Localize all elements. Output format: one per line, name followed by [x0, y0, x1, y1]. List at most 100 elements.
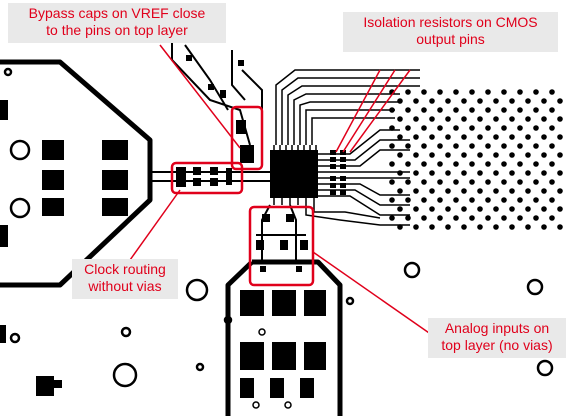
via [453, 197, 459, 203]
via [557, 206, 563, 212]
via [541, 134, 547, 140]
adc-chip [270, 145, 325, 205]
via [405, 107, 411, 113]
via [445, 98, 451, 104]
via [461, 152, 467, 158]
via [453, 143, 459, 149]
via [445, 224, 451, 230]
via [477, 170, 483, 176]
analog-connector-outline [225, 259, 343, 416]
via [525, 116, 531, 122]
via [557, 116, 563, 122]
via [509, 134, 515, 140]
via [405, 197, 411, 203]
via [445, 206, 451, 212]
via [533, 107, 539, 113]
via [525, 188, 531, 194]
via [413, 98, 419, 104]
via [485, 107, 491, 113]
via [429, 170, 435, 176]
via [437, 161, 443, 167]
connector-pads [0, 100, 128, 396]
via [485, 179, 491, 185]
via [509, 152, 515, 158]
via [453, 107, 459, 113]
via [437, 179, 443, 185]
via [509, 224, 515, 230]
via [533, 197, 539, 203]
via [501, 143, 507, 149]
via [437, 125, 443, 131]
via [541, 152, 547, 158]
via [413, 224, 419, 230]
via [405, 143, 411, 149]
via [437, 143, 443, 149]
bypass-callout-line2: to the pins on top layer [46, 22, 188, 38]
via [469, 107, 475, 113]
via [461, 188, 467, 194]
via [541, 170, 547, 176]
analog-highlight-box [248, 205, 315, 287]
via [421, 197, 427, 203]
via [429, 116, 435, 122]
via [509, 98, 515, 104]
via [397, 224, 403, 230]
via [533, 215, 539, 221]
via [397, 206, 403, 212]
bypass-caps-callout: Bypass caps on VREF close to the pins on… [8, 3, 226, 43]
clock-highlight-box [170, 161, 244, 195]
via [445, 170, 451, 176]
via [517, 179, 523, 185]
via [477, 224, 483, 230]
via [533, 179, 539, 185]
via [525, 224, 531, 230]
via [477, 134, 483, 140]
leader-lines [129, 44, 433, 336]
via [517, 215, 523, 221]
via [533, 161, 539, 167]
via [413, 116, 419, 122]
via [405, 89, 411, 95]
via [405, 215, 411, 221]
via [517, 107, 523, 113]
via [429, 188, 435, 194]
via [493, 152, 499, 158]
via [541, 224, 547, 230]
via [405, 125, 411, 131]
via [485, 161, 491, 167]
via [397, 152, 403, 158]
via [501, 161, 507, 167]
clock-callout-line2: without vias [88, 278, 162, 294]
via [421, 143, 427, 149]
via [397, 98, 403, 104]
via [437, 197, 443, 203]
via [429, 152, 435, 158]
via [437, 215, 443, 221]
via [389, 125, 395, 131]
via [541, 116, 547, 122]
analog-components [256, 214, 308, 272]
via [509, 206, 515, 212]
via [389, 197, 395, 203]
via [541, 98, 547, 104]
clock-callout-line1: Clock routing [84, 261, 166, 277]
via [509, 116, 515, 122]
via [525, 152, 531, 158]
via [501, 107, 507, 113]
via [557, 134, 563, 140]
via [549, 125, 555, 131]
via [469, 179, 475, 185]
via [549, 161, 555, 167]
via [405, 179, 411, 185]
via [517, 89, 523, 95]
via [485, 143, 491, 149]
via [557, 98, 563, 104]
via [517, 197, 523, 203]
via [437, 89, 443, 95]
via [429, 134, 435, 140]
via [541, 188, 547, 194]
via [397, 116, 403, 122]
via [525, 206, 531, 212]
via [421, 107, 427, 113]
via [557, 188, 563, 194]
